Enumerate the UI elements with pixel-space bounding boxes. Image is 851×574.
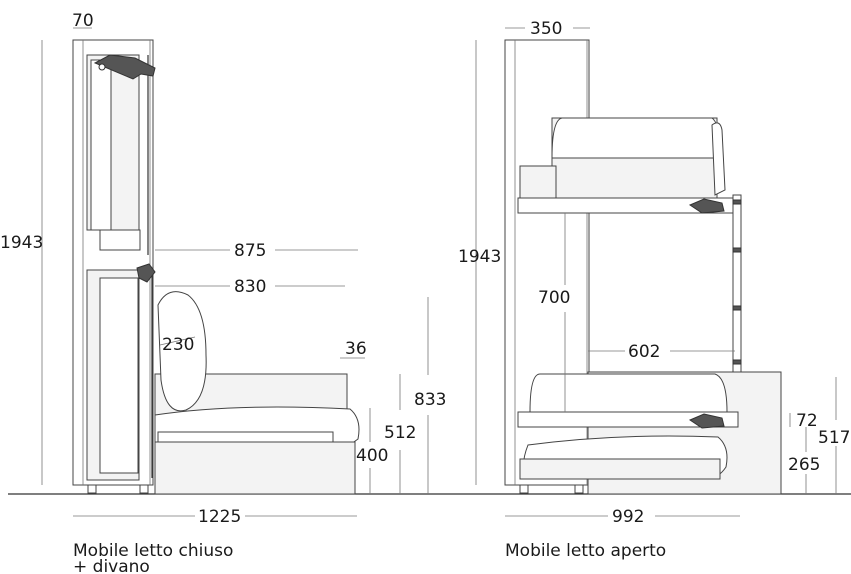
dim-1225: 1225 bbox=[198, 507, 241, 527]
caption-closed-line2: + divano bbox=[73, 557, 150, 574]
dim-830: 830 bbox=[234, 277, 266, 297]
lower-bed-frame bbox=[517, 411, 739, 428]
dim-1943-left: 1943 bbox=[0, 233, 43, 253]
dim-512: 512 bbox=[384, 423, 416, 443]
hinge-icon bbox=[93, 54, 156, 80]
sofa-backrest bbox=[157, 291, 207, 412]
dim-350: 350 bbox=[530, 19, 562, 39]
lower-bed bbox=[517, 371, 782, 495]
dim-700: 700 bbox=[538, 288, 570, 308]
dim-400: 400 bbox=[356, 446, 388, 466]
dim-36: 36 bbox=[345, 339, 367, 359]
dim-833: 833 bbox=[414, 390, 446, 410]
dim-230: 230 bbox=[162, 335, 194, 355]
dim-265: 265 bbox=[788, 455, 820, 475]
sofa bbox=[154, 291, 360, 495]
dim-1943-right: 1943 bbox=[458, 247, 501, 267]
dim-70: 70 bbox=[72, 11, 94, 31]
hinge-icon bbox=[688, 198, 725, 214]
open-bed-view: 350 1943 700 602 72 517 265 992 Mobile l… bbox=[458, 19, 850, 561]
caption-closed-line1: Mobile letto chiuso bbox=[73, 541, 233, 561]
dim-875: 875 bbox=[234, 241, 266, 261]
closed-bed-sofa-view: 70 1943 875 830 230 36 833 512 400 1225 … bbox=[0, 11, 446, 574]
dim-517: 517 bbox=[818, 428, 850, 448]
dim-72: 72 bbox=[796, 411, 818, 431]
dim-602: 602 bbox=[628, 342, 660, 362]
dim-992: 992 bbox=[612, 507, 644, 527]
upper-bunk bbox=[517, 117, 739, 214]
caption-open: Mobile letto aperto bbox=[505, 541, 666, 561]
